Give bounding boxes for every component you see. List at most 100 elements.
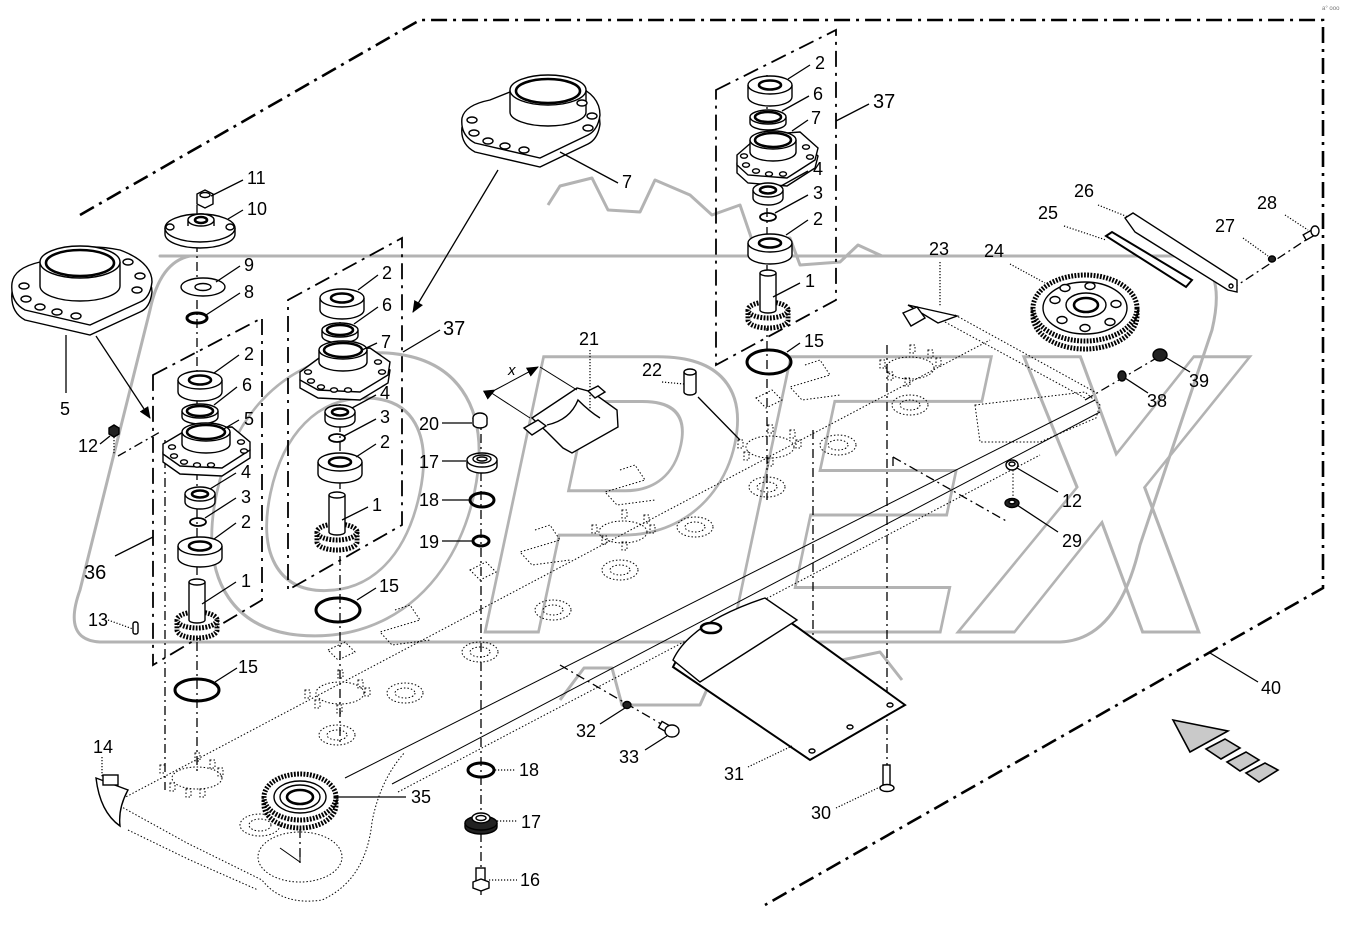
callout-2[interactable]: 2 [241,512,251,532]
callout-6[interactable]: 6 [382,295,392,315]
callout-2[interactable]: 2 [380,432,390,452]
callout-17[interactable]: 17 [419,452,439,472]
pinion-shaft-1 [174,578,220,641]
bearing-2 [319,288,365,320]
bolt-28 [1302,225,1320,242]
callout-2[interactable]: 2 [382,263,392,283]
washer-38 [1117,370,1127,382]
callout-19[interactable]: 19 [419,532,439,552]
callout-8[interactable]: 8 [244,282,254,302]
callout-18[interactable]: 18 [519,760,539,780]
o-ring-3 [328,433,346,443]
stud-22 [683,368,697,396]
strip-25 [1104,230,1194,289]
callout-7-flange[interactable]: 7 [622,172,632,192]
callout-1[interactable]: 1 [372,495,382,515]
callout-28[interactable]: 28 [1257,193,1277,213]
callout-18[interactable]: 18 [419,490,439,510]
assembly-arrow-7 [412,169,499,313]
o-ring-15 [314,596,362,624]
washer-29 [1004,497,1020,509]
callout-7[interactable]: 7 [381,332,391,352]
callout-6[interactable]: 6 [242,375,252,395]
callout-27[interactable]: 27 [1215,216,1235,236]
callout-20[interactable]: 20 [419,414,439,434]
callout-11[interactable]: 11 [247,168,266,188]
end-skid [95,774,130,828]
gearbox-assembly-box-37-right [715,28,837,367]
o-ring-8 [185,311,209,325]
callout-1[interactable]: 1 [241,571,251,591]
bearing-cap-17 [466,452,498,474]
callout-3[interactable]: 3 [241,487,251,507]
callout-21[interactable]: 21 [579,329,599,349]
assembly-boundary [79,18,1325,907]
callout-5-flange[interactable]: 5 [60,399,70,419]
callout-2[interactable]: 2 [813,209,823,229]
callout-14[interactable]: 14 [93,737,113,757]
callout-15[interactable]: 15 [238,657,258,677]
bearing-4 [752,182,784,206]
callout-12[interactable]: 12 [78,436,98,456]
callout-7[interactable]: 7 [811,108,821,128]
dimension-label: x [507,362,516,379]
nut-12 [108,424,120,438]
callout-9[interactable]: 9 [244,255,254,275]
callout-36[interactable]: 36 [84,562,106,584]
callout-25[interactable]: 25 [1038,203,1058,223]
callout-2[interactable]: 2 [815,53,825,73]
o-ring-3 [759,212,777,222]
callout-labels: 11 10 9 8 5 2 6 5 12 4 3 2 36 1 13 15 14… [60,53,1281,890]
o-ring-18 [466,761,496,779]
callout-16[interactable]: 16 [520,870,540,890]
callout-35[interactable]: 35 [411,787,431,807]
callout-22[interactable]: 22 [642,360,662,380]
callout-12[interactable]: 12 [1062,491,1082,511]
callout-5[interactable]: 5 [244,409,254,429]
callout-4[interactable]: 4 [241,462,251,482]
callout-13[interactable]: 13 [88,610,108,630]
callout-4[interactable]: 4 [813,159,823,179]
callout-3[interactable]: 3 [380,407,390,427]
callout-24[interactable]: 24 [984,241,1004,261]
bevel-gear-24 [1030,272,1140,352]
callout-39[interactable]: 39 [1189,371,1209,391]
callout-38[interactable]: 38 [1147,391,1167,411]
wedge-guide-21 [522,385,619,454]
o-ring-3 [189,517,207,527]
callout-29[interactable]: 29 [1062,531,1082,551]
callout-33[interactable]: 33 [619,747,639,767]
callout-4[interactable]: 4 [380,383,390,403]
rail-26 [1123,212,1238,293]
guide-23 [901,304,960,327]
cutter-bar-housing [119,314,1101,902]
callout-37[interactable]: 37 [873,91,895,113]
callout-10[interactable]: 10 [247,199,267,219]
callout-32[interactable]: 32 [576,721,596,741]
bearing-2 [177,370,223,402]
skid-plate-31 [671,597,907,762]
callout-15[interactable]: 15 [379,576,399,596]
bearing-2 [747,233,793,265]
callout-17[interactable]: 17 [521,812,541,832]
callout-30[interactable]: 30 [811,803,831,823]
leader-lines [99,64,1309,881]
bearing-housing-5 [162,422,251,477]
callout-6[interactable]: 6 [813,84,823,104]
shaft-seal-6 [749,109,787,131]
callout-15[interactable]: 15 [804,331,824,351]
callout-23[interactable]: 23 [929,239,949,259]
callout-40[interactable]: 40 [1261,678,1281,698]
bearing-cover-10 [164,213,236,249]
shaft-seal-6 [321,322,359,344]
callout-31[interactable]: 31 [724,764,744,784]
callout-1[interactable]: 1 [805,271,815,291]
gearbox-assembly-box-36 [152,316,263,667]
callout-26[interactable]: 26 [1074,181,1094,201]
callout-2[interactable]: 2 [244,344,254,364]
callout-37[interactable]: 37 [443,318,465,340]
hex-nut-11 [196,189,214,209]
nut-39 [1152,348,1168,362]
callout-3[interactable]: 3 [813,183,823,203]
travel-direction-arrow-icon [1171,718,1280,783]
